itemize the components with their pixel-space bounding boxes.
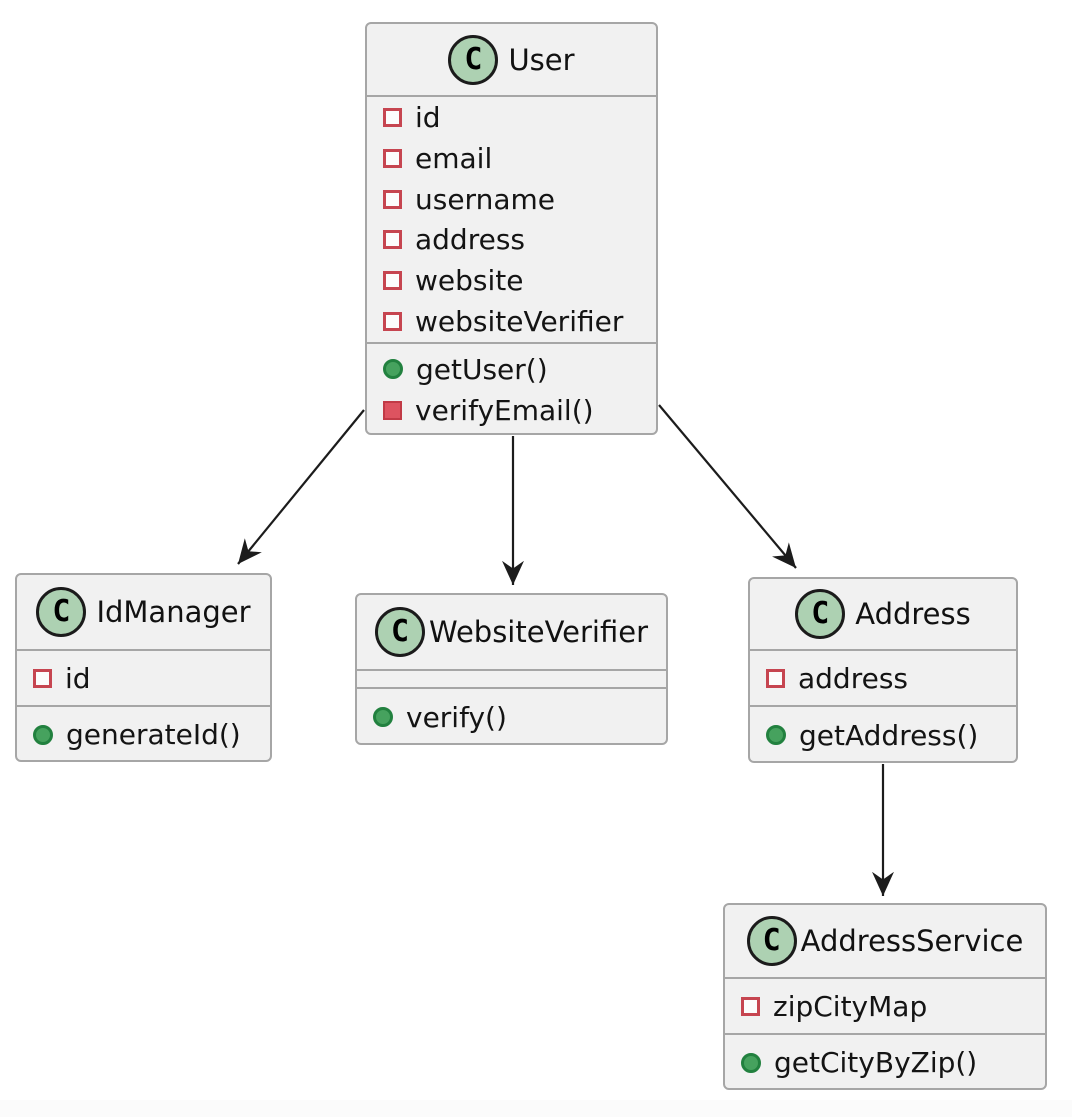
fields-section-websiteverifier — [357, 669, 666, 687]
class-box-addressservice: C AddressService zipCityMap getCityByZip… — [723, 903, 1047, 1090]
field-label: website — [415, 264, 524, 298]
class-badge-letter: C — [464, 41, 483, 77]
arrow-user-to-address — [658, 404, 797, 569]
method-label: getAddress() — [799, 718, 979, 752]
method-label: verifyEmail() — [415, 393, 594, 427]
field-label: address — [415, 223, 526, 257]
private-field-icon — [766, 668, 785, 688]
private-field-icon — [741, 996, 760, 1016]
class-badge-letter: C — [762, 923, 781, 958]
class-name: IdManager — [96, 595, 251, 629]
class-badge-letter: C — [390, 614, 409, 649]
methods-section-idmanager: generateId() — [17, 705, 270, 762]
method-label: getCityByZip() — [774, 1046, 978, 1079]
method-label: verify() — [406, 700, 507, 734]
field-row: address — [766, 658, 1016, 699]
method-row: generateId() — [33, 714, 270, 755]
methods-section-user: getUser() verifyEmail() — [367, 342, 656, 435]
field-row: website — [383, 260, 656, 301]
fields-section-address: address — [750, 649, 1016, 705]
class-badge-letter: C — [811, 596, 830, 631]
class-name: WebsiteVerifier — [428, 615, 649, 649]
private-field-icon — [383, 107, 402, 127]
class-badge-letter: C — [52, 594, 71, 629]
field-row: email — [383, 138, 656, 179]
public-method-icon — [766, 725, 786, 745]
field-label: id — [415, 100, 441, 134]
bottom-strip — [0, 1100, 1072, 1117]
field-row: id — [383, 97, 656, 138]
public-method-icon — [383, 359, 403, 379]
class-header-address: C Address — [750, 579, 1016, 649]
field-row: username — [383, 179, 656, 220]
class-badge-icon: C — [795, 589, 846, 639]
private-field-icon — [383, 189, 402, 209]
method-row: verify() — [373, 697, 666, 738]
method-row: getAddress() — [766, 715, 1016, 756]
method-row: getCityByZip() — [741, 1042, 1045, 1083]
field-row: id — [33, 658, 270, 699]
field-label: zipCityMap — [773, 989, 928, 1023]
private-method-icon — [383, 400, 402, 420]
method-label: generateId() — [66, 718, 241, 751]
field-row: zipCityMap — [741, 986, 1045, 1027]
class-header-addressservice: C AddressService — [725, 905, 1045, 977]
field-label: id — [65, 661, 91, 695]
class-header-websiteverifier: C WebsiteVerifier — [357, 595, 666, 669]
methods-section-websiteverifier: verify() — [357, 687, 666, 745]
field-row: websiteVerifier — [383, 301, 656, 342]
class-box-idmanager: C IdManager id generateId() — [15, 573, 272, 762]
field-label: websiteVerifier — [415, 305, 624, 339]
class-box-address: C Address address getAddress() — [748, 577, 1018, 763]
class-name: User — [508, 42, 575, 77]
class-name: AddressService — [800, 924, 1024, 958]
method-row: verifyEmail() — [383, 390, 656, 431]
methods-section-address: getAddress() — [750, 705, 1016, 763]
field-label: username — [415, 182, 555, 216]
method-row: getUser() — [383, 349, 656, 390]
private-field-icon — [383, 271, 402, 291]
public-method-icon — [33, 724, 53, 745]
class-header-idmanager: C IdManager — [17, 575, 270, 649]
private-field-icon — [33, 668, 52, 688]
class-box-user: C User id email username address website… — [365, 22, 658, 435]
class-box-websiteverifier: C WebsiteVerifier verify() — [355, 593, 668, 745]
fields-section-idmanager: id — [17, 649, 270, 705]
fields-section-user: id email username address website websit… — [367, 95, 656, 342]
class-name: Address — [855, 597, 971, 631]
public-method-icon — [373, 707, 393, 727]
methods-section-addressservice: getCityByZip() — [725, 1033, 1045, 1090]
arrow-user-to-idmanager — [237, 409, 365, 565]
method-label: getUser() — [416, 352, 548, 386]
class-badge-icon: C — [448, 34, 499, 85]
fields-section-addressservice: zipCityMap — [725, 977, 1045, 1033]
field-row: address — [383, 220, 656, 261]
class-badge-icon: C — [746, 916, 797, 966]
class-badge-icon: C — [36, 587, 87, 637]
private-field-icon — [383, 148, 402, 168]
private-field-icon — [383, 312, 402, 332]
class-badge-icon: C — [374, 607, 425, 657]
private-field-icon — [383, 230, 402, 250]
field-label: address — [798, 661, 909, 695]
public-method-icon — [741, 1052, 761, 1073]
field-label: email — [415, 141, 493, 175]
class-header-user: C User — [367, 24, 656, 95]
